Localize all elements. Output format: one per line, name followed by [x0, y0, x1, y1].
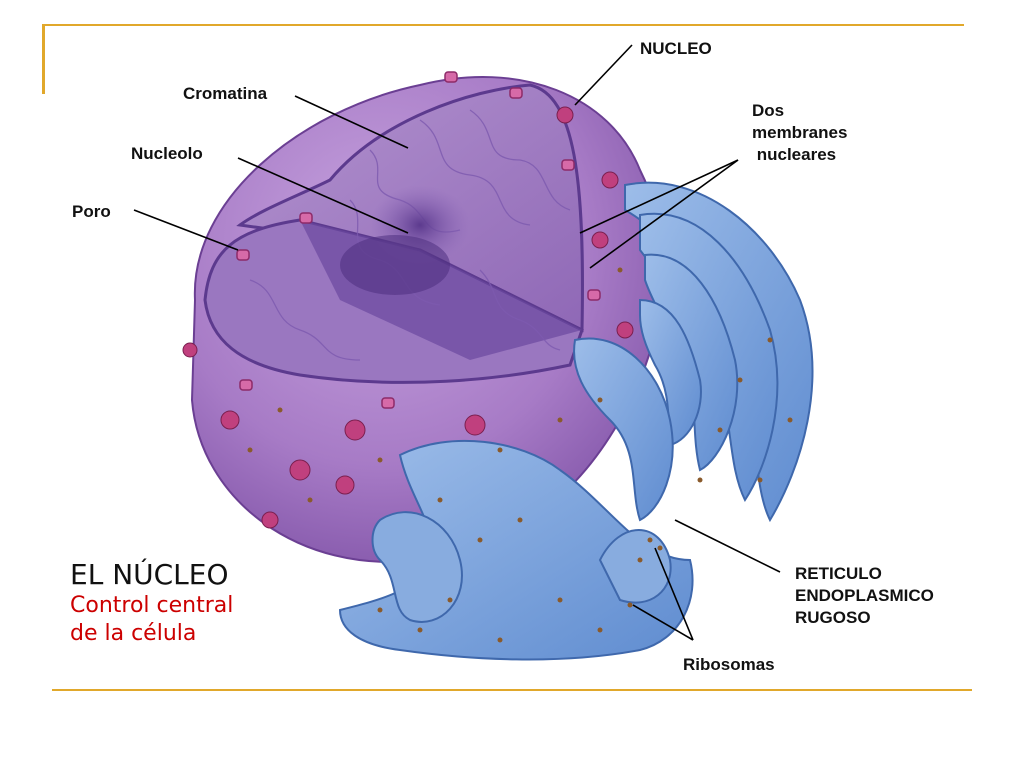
frame-top-line: [42, 24, 964, 26]
nuclear-pores: [236, 71, 601, 409]
label-nucleo: NUCLEO: [640, 39, 712, 58]
label-ribosomas: Ribosomas: [683, 655, 775, 674]
ribosome-dots: [247, 267, 793, 643]
leader-lines: [133, 44, 781, 641]
frame-left-line: [42, 24, 45, 94]
label-nucleolo: Nucleolo: [131, 144, 203, 163]
label-cromatina: Cromatina: [183, 84, 268, 103]
frame-bottom-line: [52, 689, 972, 691]
label-dos-membranes: Dos membranes nucleares: [752, 101, 848, 164]
nucleolus-dark-core: [340, 235, 450, 295]
title-main: EL NÚCLEO: [70, 558, 229, 591]
title-sub-line1: Control central: [70, 593, 234, 618]
title-sub-line2: de la célula: [70, 621, 197, 646]
label-reticulo: RETICULO ENDOPLASMICO RUGOSO: [795, 564, 934, 627]
label-poro: Poro: [72, 202, 111, 221]
title-block: EL NÚCLEO Control central de la célula: [70, 558, 233, 648]
er-lobes: [371, 511, 672, 623]
